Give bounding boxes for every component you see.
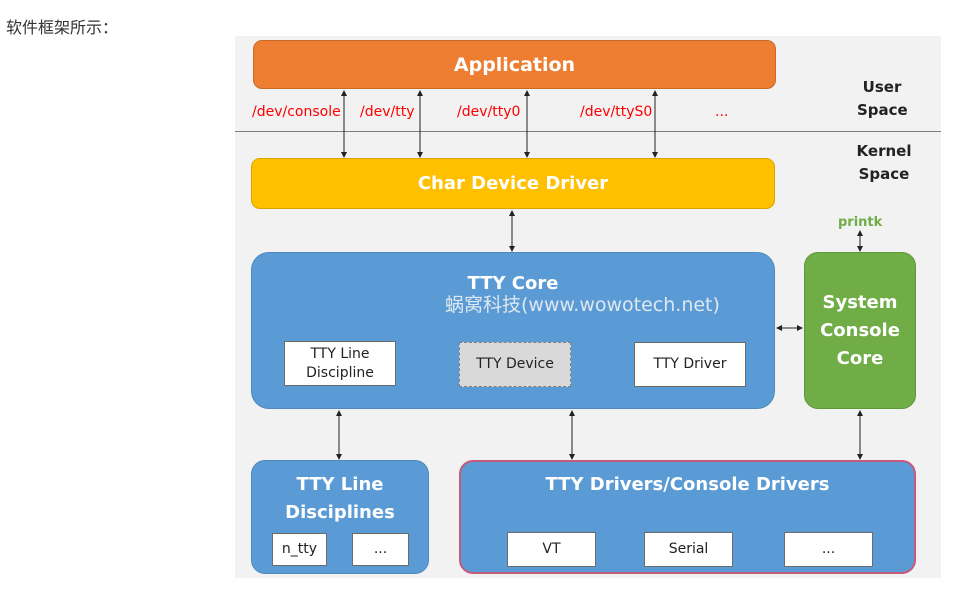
kernel-space-label: Kernel Space [851,140,917,186]
tty-line-discipline-line-2: Discipline [306,364,374,381]
dev-more-label: ... [715,104,729,120]
dev-console-label: /dev/console [252,104,341,120]
tty-device-box: TTY Device [459,342,571,387]
n-tty-box: n_tty [272,533,327,566]
line-disciplines-title-line-2: Disciplines [285,502,395,523]
user-space-label: User Space [857,76,908,122]
watermark-text: 蜗窝科技(www.wowotech.net) [445,294,720,316]
dev-tty-label: /dev/tty [360,104,415,120]
connector-arrows [336,90,863,460]
kernel-space-line-2: Space [858,165,910,183]
kernel-space-line-1: Kernel [856,142,912,160]
tty-driver-box: TTY Driver [634,342,746,387]
printk-label: printk [838,215,883,230]
application-box: Application [253,40,776,89]
caption-text: 软件框架所示： [6,20,119,37]
char-device-driver-box: Char Device Driver [251,158,775,209]
tty-line-disciplines-box: TTY Line Disciplines n_tty ... [251,460,429,574]
dev-tty0-label: /dev/tty0 [457,104,521,120]
tty-console-drivers-box: TTY Drivers/Console Drivers VT Serial ..… [459,460,916,574]
driver-more-box: ... [784,532,873,567]
vt-driver-box: VT [507,532,596,567]
tty-line-discipline-line-1: TTY Line [310,345,370,362]
tty-architecture-diagram: Application User Space Kernel Space /dev… [235,36,941,578]
drivers-title: TTY Drivers/Console Drivers [545,474,830,495]
system-console-line-1: System [822,291,898,313]
line-disciplines-title-line-1: TTY Line [296,474,384,495]
line-disciplines-title: TTY Line Disciplines [252,471,428,527]
user-space-line-2: Space [857,101,908,119]
system-console-line-3: Core [836,347,884,369]
system-console-core-box: System Console Core [804,252,916,409]
user-space-line-1: User [862,78,902,96]
dev-ttys0-label: /dev/ttyS0 [580,104,653,120]
tty-core-box: TTY Core TTY Line Discipline TTY Device … [251,252,775,409]
serial-driver-box: Serial [644,532,733,567]
user-kernel-separator [235,131,941,132]
system-console-line-2: Console [820,319,900,341]
tty-line-discipline-box: TTY Line Discipline [284,341,396,386]
tty-core-title: TTY Core [467,273,559,294]
line-discipline-more-box: ... [352,533,409,566]
